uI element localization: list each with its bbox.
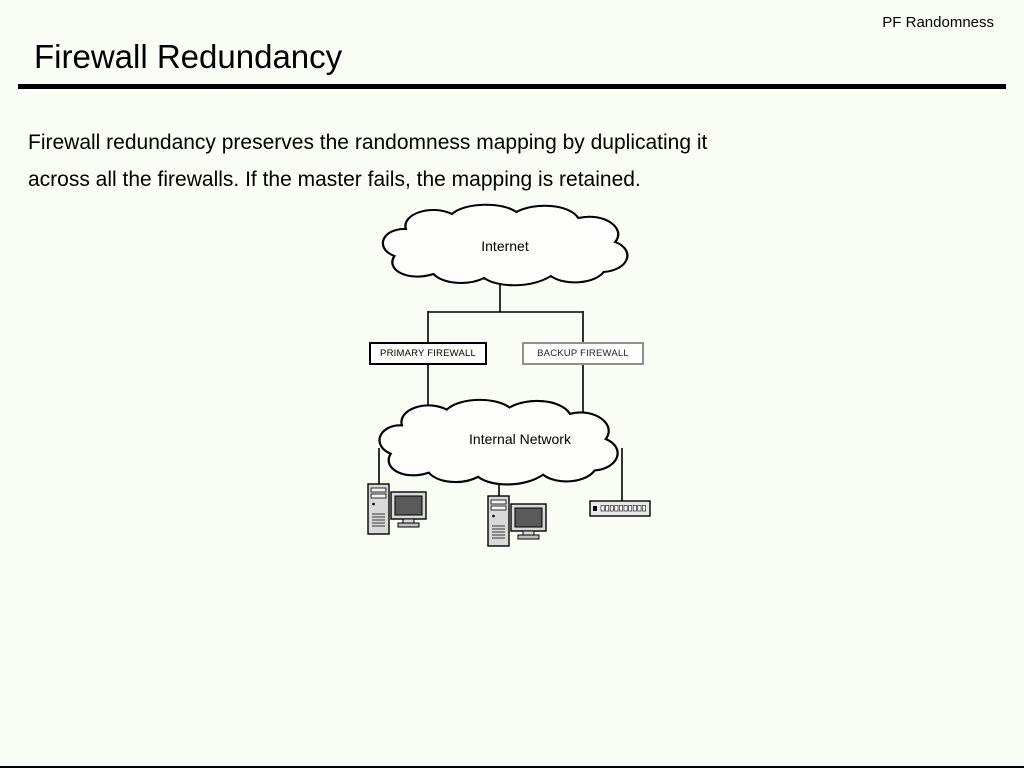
body-paragraph: Firewall redundancy preserves the random… (28, 131, 708, 191)
internet-cloud-label: Internet (481, 238, 529, 254)
switch-icon (589, 500, 651, 517)
title-divider (18, 84, 1006, 89)
backup-firewall-node: BACKUP FIREWALL (522, 342, 644, 365)
page-title: Firewall Redundancy (34, 38, 343, 75)
primary-firewall-label: PRIMARY FIREWALL (380, 348, 476, 359)
workstation-icon (487, 495, 547, 547)
internal-network-cloud-label: Internal Network (469, 431, 571, 447)
network-diagram (367, 203, 651, 547)
connector-lines (378, 278, 623, 504)
primary-firewall-node: PRIMARY FIREWALL (369, 342, 487, 365)
workstation-icon (367, 483, 427, 535)
backup-firewall-label: BACKUP FIREWALL (537, 348, 629, 359)
corner-label: PF Randomness (882, 14, 994, 31)
